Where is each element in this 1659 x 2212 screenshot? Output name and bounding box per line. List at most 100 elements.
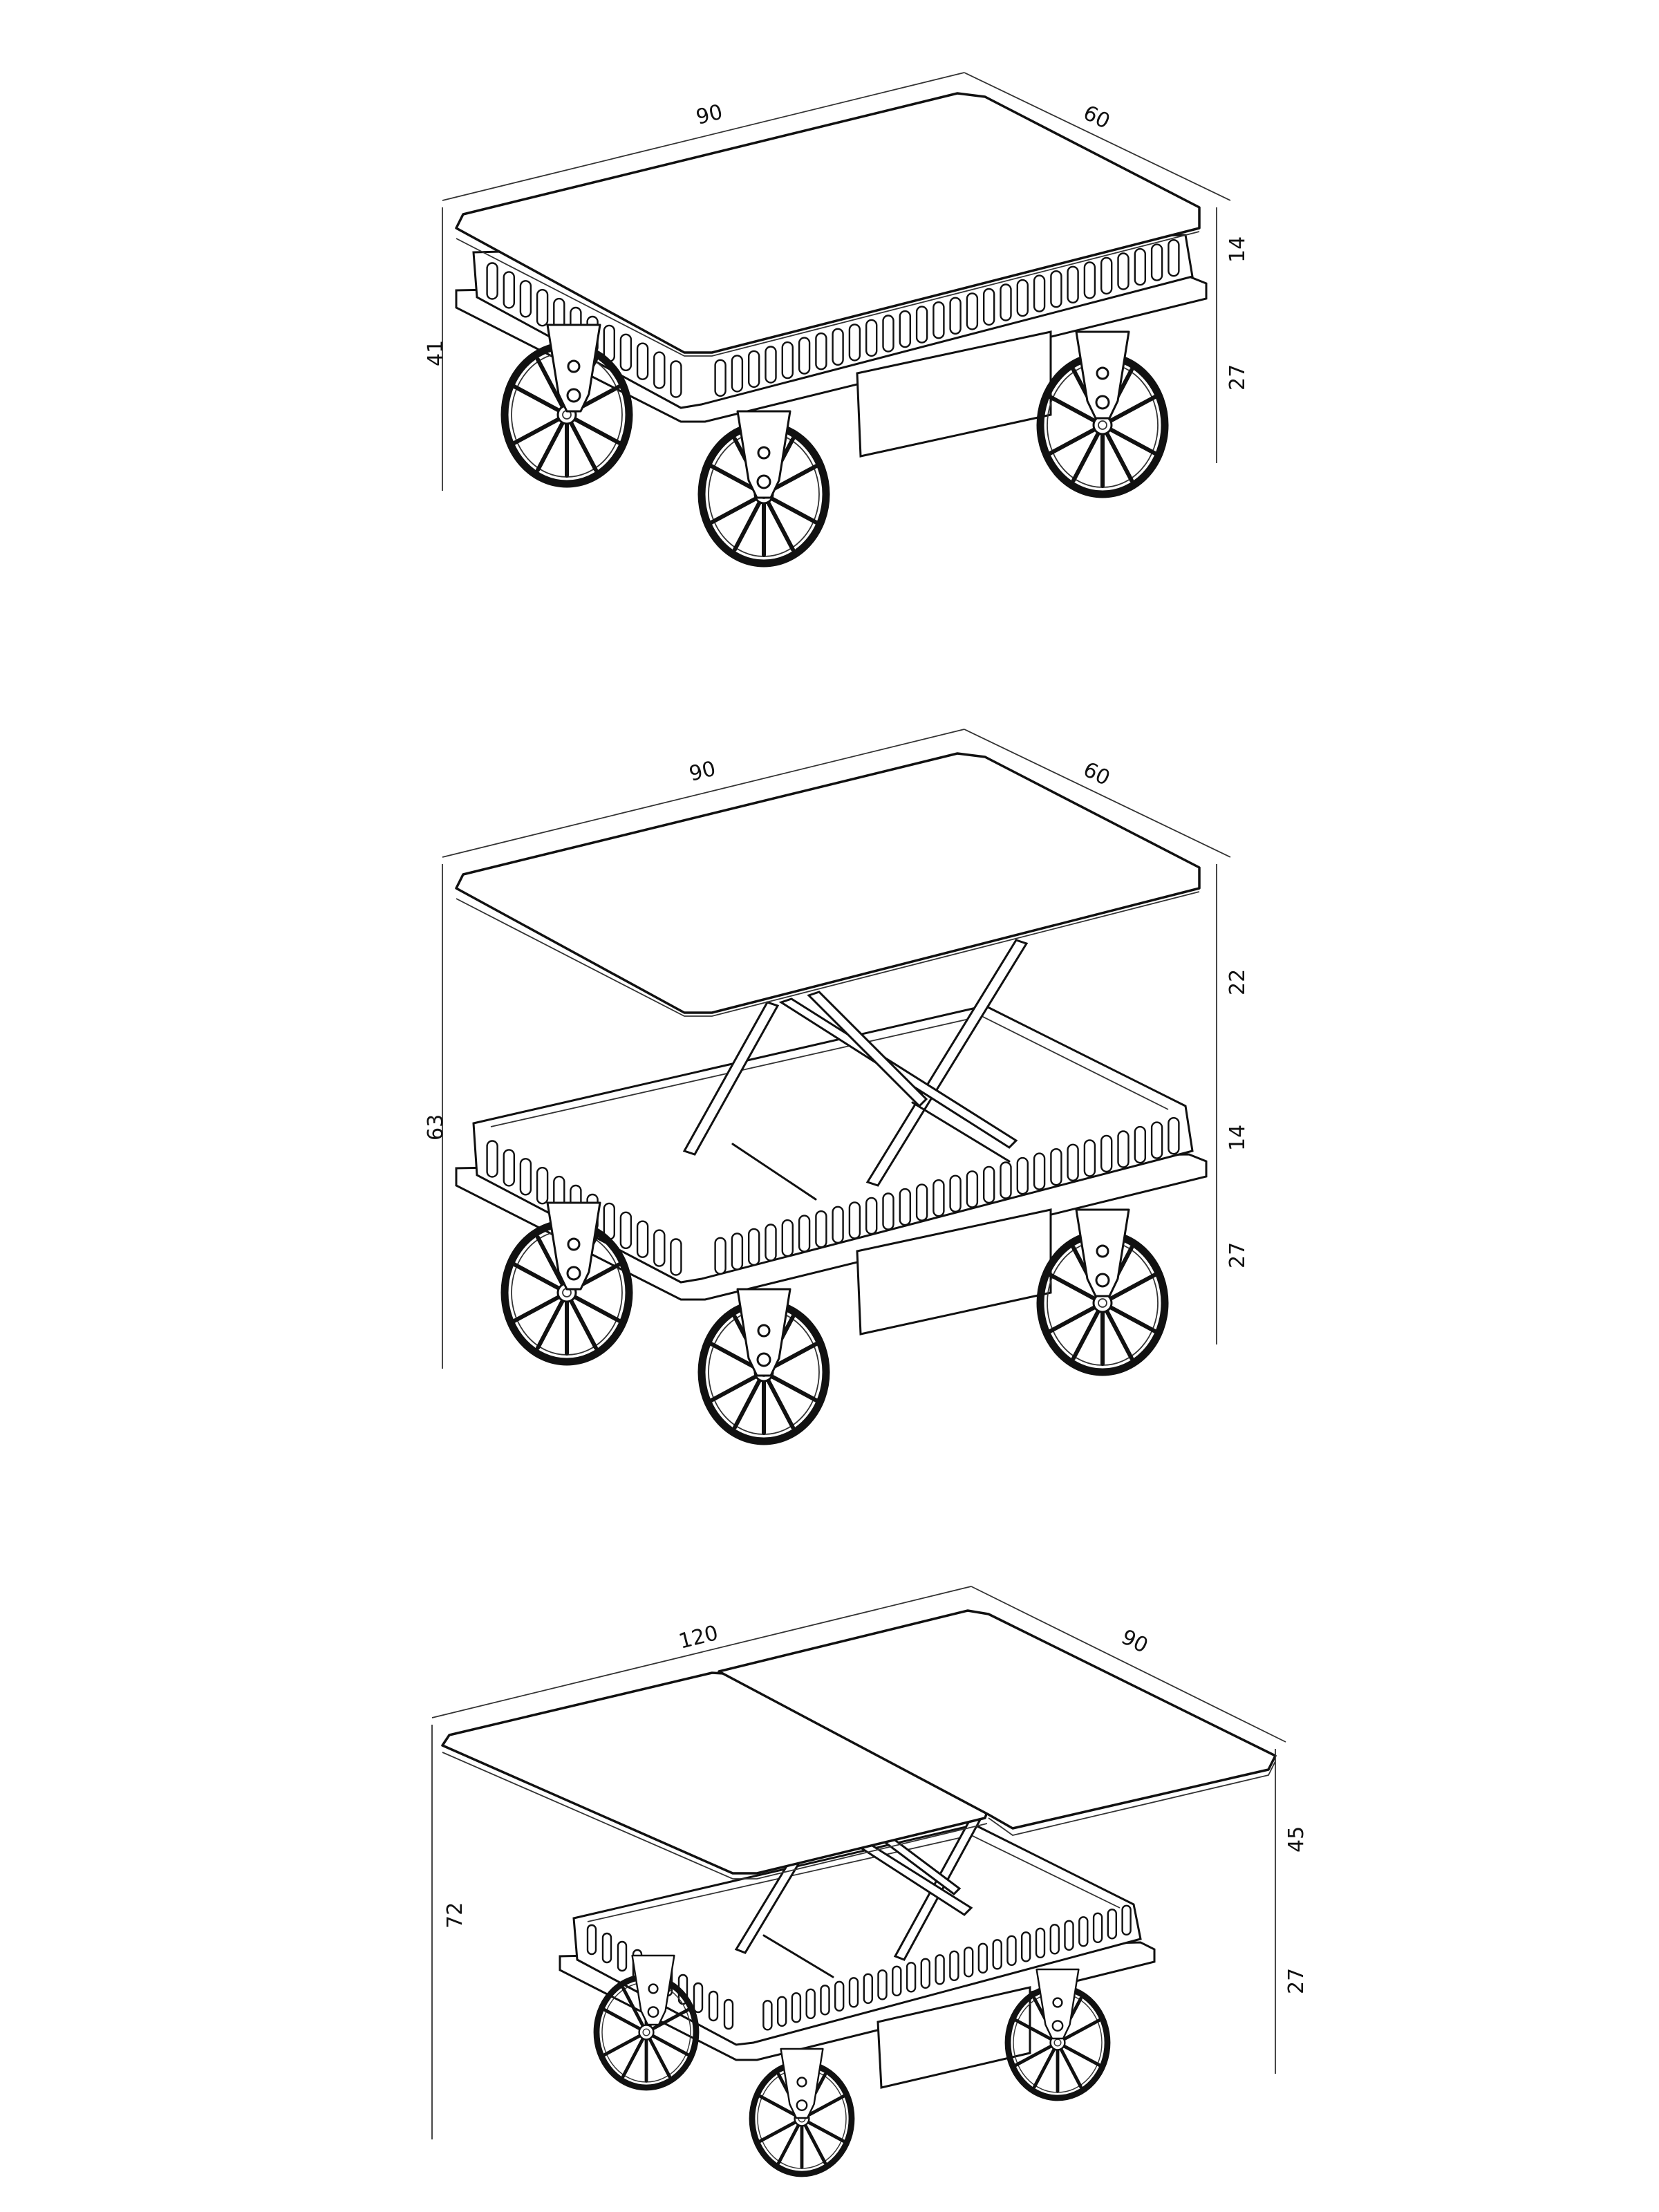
frame-slot: [932, 301, 945, 339]
frame-slot: [865, 1197, 878, 1235]
frame-slot: [820, 1985, 830, 2016]
frame-slot: [731, 355, 744, 393]
frame-slot: [486, 1140, 498, 1178]
frame-slot: [949, 1950, 959, 1982]
lift-mechanism: [682, 939, 1029, 1201]
frame-slot: [892, 1965, 902, 1997]
dim-base-section: 27: [1284, 1968, 1309, 1994]
frame-slot: [693, 1982, 704, 2014]
frame-slot: [899, 310, 912, 348]
frame-slot: [1033, 274, 1046, 312]
frame-slot: [1134, 1125, 1147, 1164]
slotted-frame: [586, 1904, 1132, 2031]
dim-length: 90: [686, 757, 718, 787]
frame-slot: [536, 1166, 549, 1205]
frame-slot: [781, 1219, 794, 1257]
frame-slot: [765, 1224, 777, 1262]
frame-slot: [747, 1228, 760, 1266]
view-lifted: 90 60 63 22 14 27: [424, 729, 1250, 1441]
frame-slot: [731, 1232, 744, 1271]
frame-slot: [882, 1192, 894, 1230]
frame-slot: [1067, 1143, 1079, 1182]
frame-slot: [992, 1939, 1002, 1970]
frame-slot: [791, 1992, 802, 2023]
frame-slot: [519, 1158, 532, 1196]
frame-slot: [949, 1174, 962, 1213]
dim-top-section: 14: [1226, 236, 1250, 263]
frame-slot: [636, 342, 649, 380]
dim-width: 60: [1079, 758, 1114, 791]
view-closed: 90 60 41 14 27: [424, 72, 1250, 563]
frame-slot: [1050, 270, 1062, 308]
view-extended: 120 90 72 45 27: [431, 1586, 1309, 2174]
frame-slot: [815, 1210, 827, 1248]
frame-slot: [1000, 1161, 1012, 1199]
frame-slot: [1121, 1904, 1132, 1936]
frame-slot: [586, 1924, 597, 1956]
dim-height: 72: [443, 1902, 467, 1929]
frame-slot: [1050, 1147, 1062, 1186]
dim-width: 60: [1079, 101, 1114, 134]
frame-slot: [723, 1998, 734, 2030]
frame-slot: [877, 1969, 888, 2000]
frame-slot: [1168, 239, 1180, 277]
lift-mechanism: [734, 1810, 985, 1978]
frame-slot: [765, 346, 777, 384]
frame-slot: [653, 1229, 666, 1267]
frame-slot: [1107, 1909, 1118, 1940]
frame-slot: [815, 332, 827, 371]
frame-slot: [1150, 1121, 1163, 1159]
frame-slot: [486, 262, 498, 300]
frame-slot: [519, 280, 532, 318]
frame-slot: [503, 1149, 515, 1187]
frame-slot: [915, 306, 928, 344]
frame-slot: [1067, 265, 1079, 303]
frame-slot: [1083, 261, 1096, 299]
frame-slot: [1092, 1912, 1103, 1944]
frame-slot: [1064, 1920, 1074, 1951]
frame-slot: [1033, 1152, 1046, 1190]
dim-height: 63: [424, 1114, 448, 1141]
frame-slot: [915, 1183, 928, 1221]
frame-slot: [805, 1988, 816, 2020]
frame-slot: [503, 271, 515, 309]
frame-slot: [1078, 1916, 1089, 1947]
frame-slot: [708, 1990, 719, 2022]
dim-lift: 45: [1284, 1826, 1309, 1853]
frame-slot: [982, 288, 995, 326]
frame-slot: [798, 1215, 811, 1253]
frame-slot: [1083, 1139, 1096, 1177]
frame-slot: [1100, 256, 1113, 295]
frame-slot: [1150, 243, 1163, 281]
frame-slot: [906, 1962, 917, 1993]
dim-length: 90: [693, 100, 725, 130]
frame-slot: [932, 1179, 945, 1217]
frame-slot: [848, 1977, 859, 2008]
frame-slot: [935, 1954, 945, 1985]
frame-slot: [848, 324, 861, 362]
frame-slot: [670, 360, 682, 398]
frame-slot: [619, 333, 632, 371]
frame-slot: [776, 1996, 787, 2027]
frame-slot: [966, 1170, 979, 1208]
frame-slot: [1168, 1116, 1180, 1155]
frame-slot: [1016, 279, 1029, 317]
frame-slot: [982, 1165, 995, 1204]
frame-slot: [601, 1932, 612, 1964]
frame-slot: [963, 1947, 974, 1978]
dim-top-section: 14: [1226, 1125, 1250, 1151]
frame-slot: [1006, 1935, 1017, 1967]
frame-slot: [865, 319, 878, 357]
frame-slot: [977, 1942, 988, 1974]
frame-slot: [832, 328, 844, 366]
frame-slot: [1100, 1134, 1113, 1173]
frame-slot: [798, 337, 811, 375]
frame-slot: [1035, 1927, 1046, 1959]
dim-height: 41: [424, 340, 448, 366]
frame-slot: [536, 289, 549, 327]
dim-base-section: 27: [1226, 364, 1250, 391]
dim-lift: 22: [1226, 969, 1250, 995]
frame-slot: [949, 297, 962, 335]
frame-slot: [920, 1958, 931, 1989]
